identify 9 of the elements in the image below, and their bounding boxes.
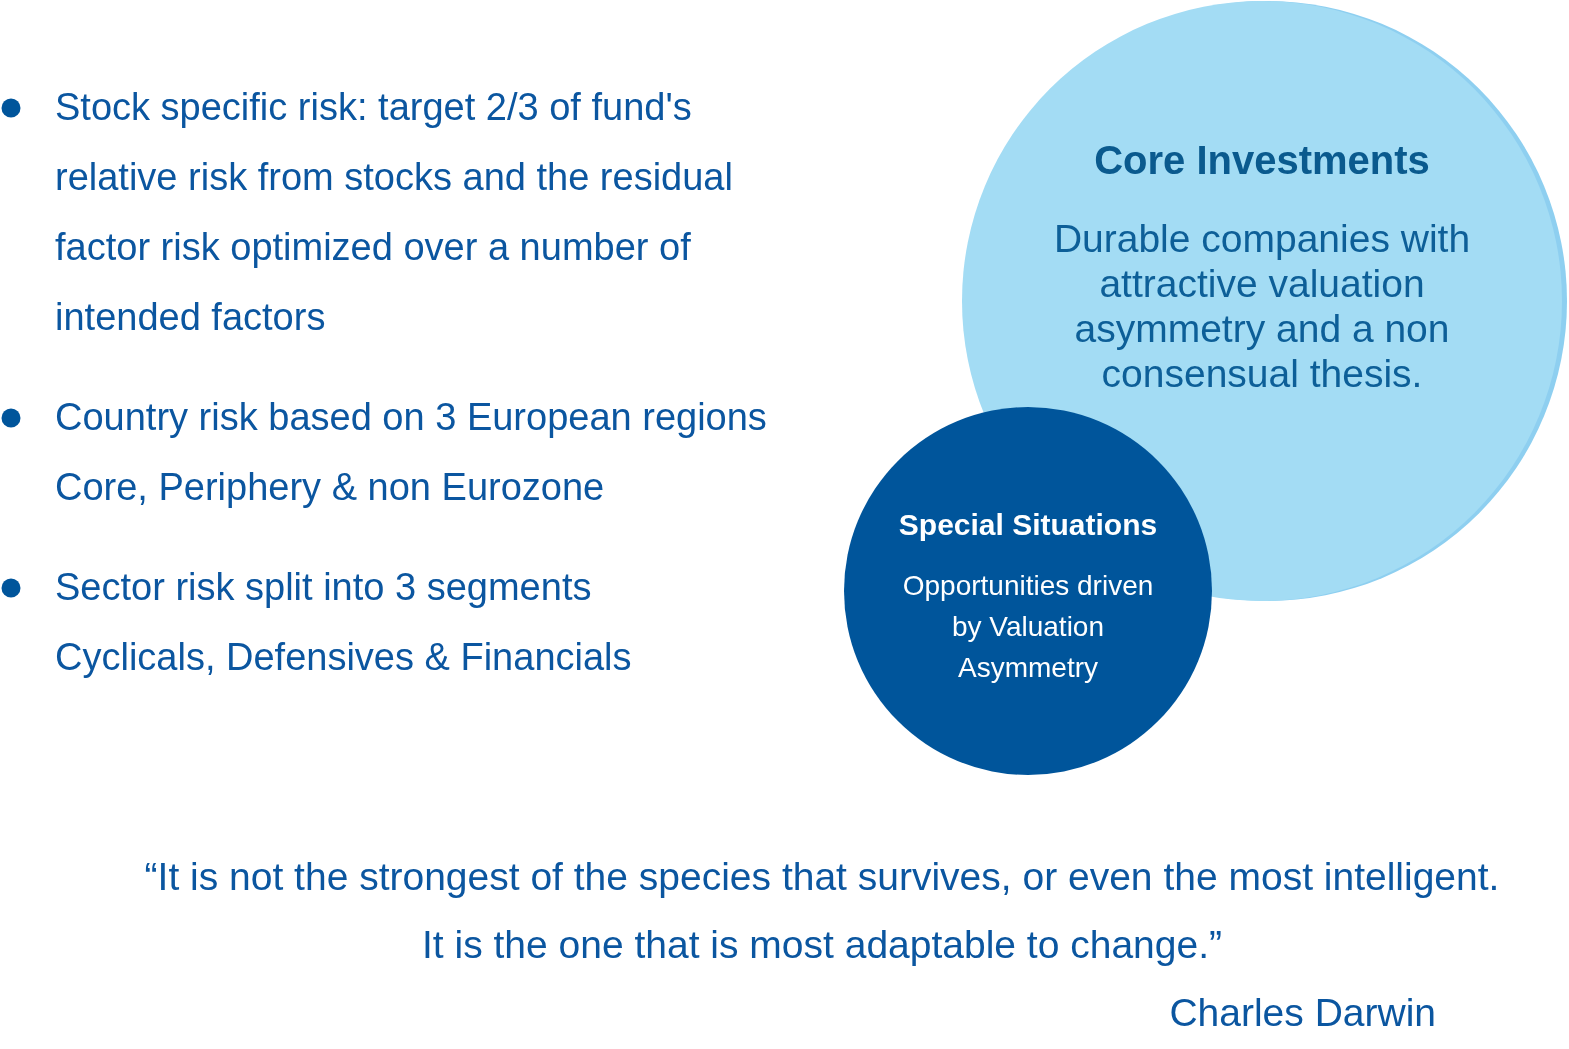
circle-heading: Core Investments bbox=[1093, 138, 1431, 182]
circle-description: Durable companies with attractive valuation asymmetry and a non consensual thesis. bbox=[1052, 216, 1472, 396]
quote-author: Charles Darwin bbox=[1168, 991, 1436, 1035]
bullet-text: Country risk based on 3 European regions Core, Periphery & non Eurozone bbox=[55, 395, 768, 510]
bullet-text: Sector risk split into 3 segments Cyclicals, Defensives & Financials bbox=[55, 565, 633, 680]
bullet-text: Stock specific risk: target 2/3 of fund's relative risk from stocks and the residual factor risk optimized over a number of intended factors bbox=[55, 85, 734, 340]
circle-description: Opportunities driven by Valuation Asymmetry bbox=[901, 569, 1155, 685]
quote-text: “It is not the strongest of the species that survives, or even the most intelligent. It is the one that is most adaptable to change.” bbox=[143, 854, 1501, 968]
circle-heading: Special Situations bbox=[897, 507, 1159, 543]
